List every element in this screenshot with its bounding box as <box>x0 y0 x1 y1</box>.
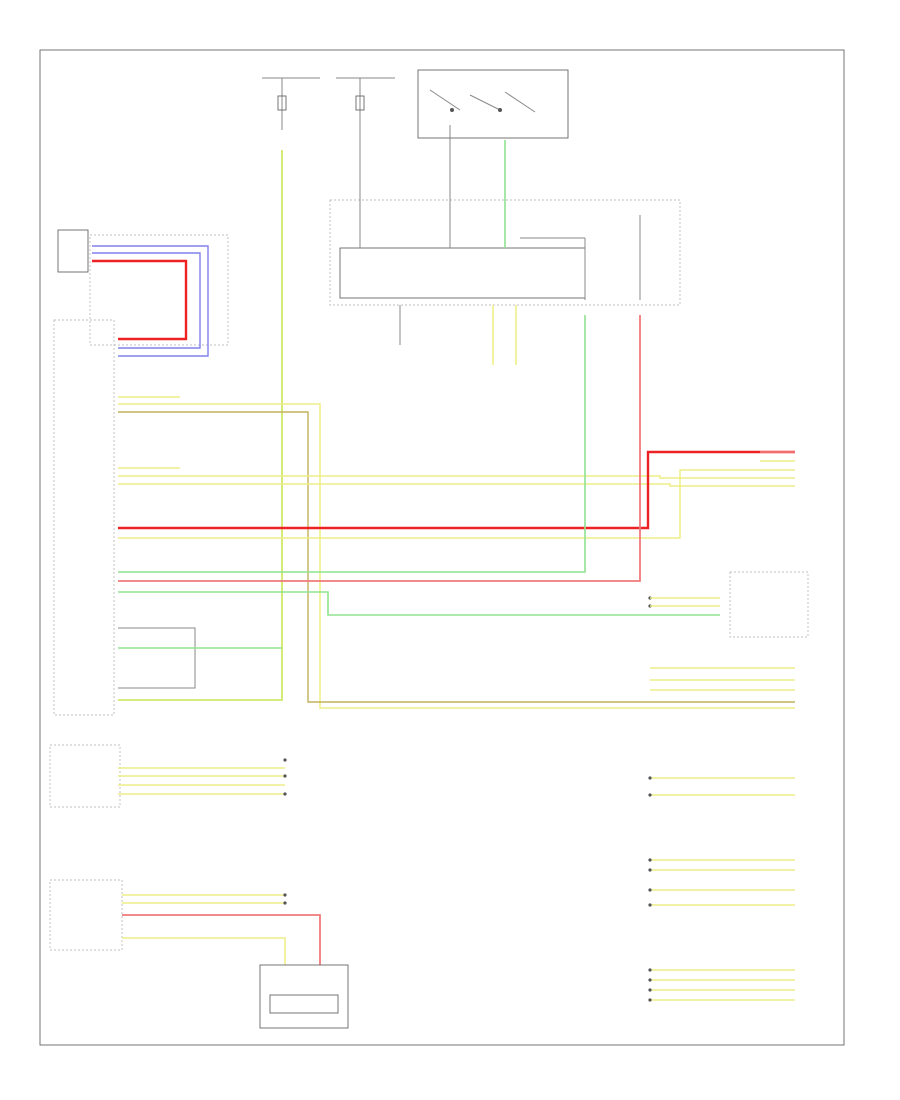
right-lower-groups <box>648 776 795 1002</box>
transmission-sensor-box <box>49 879 123 951</box>
transmission-wires <box>122 893 321 965</box>
right-dots-a <box>648 596 720 608</box>
powertrain-module-box <box>329 199 681 306</box>
right-connector-upper <box>760 451 795 462</box>
brake-switch-wires <box>118 758 287 796</box>
wire-bundle <box>118 140 795 709</box>
shift-control-box <box>259 964 349 1029</box>
top-fuses <box>262 77 395 130</box>
clutch-sensor-box <box>57 229 89 273</box>
clutch-sensor-dashed <box>89 234 229 346</box>
ignition-switch-contacts <box>429 89 536 113</box>
ignition-switch-box <box>417 69 569 139</box>
brake-switch-box <box>49 744 121 808</box>
powertrain-module-inner <box>339 247 586 299</box>
shift-control-inner <box>269 994 339 1014</box>
neutral-switch-box <box>729 571 809 638</box>
pcm-stubs <box>399 305 517 365</box>
engine-module-box <box>53 319 115 716</box>
diagram-border <box>39 49 845 1046</box>
